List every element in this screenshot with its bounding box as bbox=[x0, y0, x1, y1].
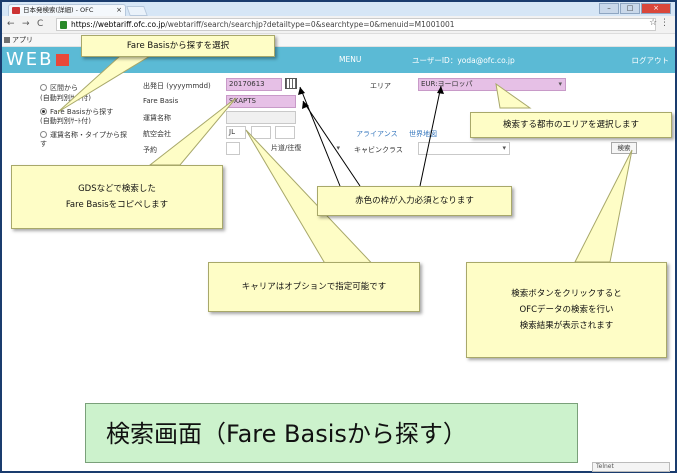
url-input[interactable]: https://webtariff.ofc.co.jp/webtariff/se… bbox=[56, 18, 656, 31]
airline-label: 航空会社 bbox=[143, 130, 171, 138]
callout-search-line1: 検索ボタンをクリックすると bbox=[511, 288, 622, 299]
area-select[interactable]: EUR:ヨーロッパ bbox=[418, 78, 566, 91]
url-host: https://webtariff.ofc.co.jp bbox=[71, 20, 166, 29]
close-window-button[interactable]: × bbox=[641, 3, 671, 14]
calendar-icon[interactable] bbox=[285, 78, 297, 89]
radio-route-sub: (自動判別ｻｰﾄ付) bbox=[40, 94, 91, 102]
forward-icon[interactable]: → bbox=[22, 19, 30, 29]
browser-tab-bar: 日本発検索(詳細) - OFC × – □ × bbox=[2, 2, 675, 16]
radio-fare-name-label: 運賃名称・タイプから探 bbox=[50, 131, 127, 139]
logo-mark-icon bbox=[55, 54, 69, 66]
tab-close-icon[interactable]: × bbox=[116, 6, 122, 14]
cabin-label: キャビンクラス bbox=[354, 146, 403, 154]
fare-name-input[interactable] bbox=[226, 111, 296, 124]
fare-basis-label: Fare Basis bbox=[143, 97, 179, 105]
bookmark-star-icon[interactable]: ☆ ⋮ bbox=[649, 18, 669, 28]
world-map-link[interactable]: 世界地図 bbox=[409, 130, 437, 138]
user-id: ユーザーID：yoda@ofc.co.jp bbox=[412, 56, 515, 65]
airline-input-2[interactable] bbox=[251, 126, 271, 139]
favicon-icon bbox=[12, 7, 20, 14]
url-path: /webtariff/search/searchjp?detailtype=0&… bbox=[165, 20, 455, 29]
status-indicator: Telnet bbox=[592, 462, 670, 472]
app-logo[interactable]: WEB bbox=[6, 49, 69, 70]
callout-carrier: キャリアはオプションで指定可能です bbox=[208, 262, 420, 312]
radio-route[interactable] bbox=[40, 84, 47, 91]
alliance-link[interactable]: アライアンス bbox=[356, 130, 398, 138]
callout-fare-basis-select: Fare Basisから探すを選択 bbox=[81, 35, 275, 57]
address-bar: ← → C https://webtariff.ofc.co.jp/webtar… bbox=[2, 16, 675, 34]
logout-link[interactable]: ログアウト bbox=[631, 56, 670, 65]
pax-input[interactable] bbox=[226, 142, 240, 155]
callout-gds-line1: GDSなどで検索した bbox=[78, 183, 156, 194]
tab-title: 日本発検索(詳細) - OFC bbox=[23, 6, 94, 14]
menu-link[interactable]: MENU bbox=[339, 55, 362, 64]
window-controls: – □ × bbox=[599, 3, 671, 14]
callout-search-line2: OFCデータの検索を行い bbox=[519, 304, 614, 315]
departure-label: 出発日 (yyyymmdd) bbox=[143, 82, 211, 90]
apps-label[interactable]: アプリ bbox=[12, 36, 33, 44]
callout-area: 検索する都市のエリアを選択します bbox=[470, 112, 672, 138]
trip-select[interactable]: 片道/往復 bbox=[268, 142, 344, 155]
radio-fare-basis-sub: (自動判別ｻｰﾄ付) bbox=[40, 117, 91, 125]
minimize-button[interactable]: – bbox=[599, 3, 619, 14]
pax-label: 予約 bbox=[143, 146, 157, 154]
callout-required: 赤色の枠が入力必須となります bbox=[317, 186, 512, 216]
search-button[interactable]: 検索 bbox=[611, 142, 637, 154]
callout-gds-line2: Fare Basisをコピペします bbox=[65, 200, 169, 210]
new-tab-button[interactable] bbox=[126, 6, 148, 16]
airline-input-3[interactable] bbox=[275, 126, 295, 139]
fare-name-label: 運賃名称 bbox=[143, 114, 171, 122]
back-icon[interactable]: ← bbox=[7, 19, 15, 29]
lock-icon bbox=[60, 21, 67, 29]
area-label: エリア bbox=[370, 82, 391, 90]
browser-tab[interactable]: 日本発検索(詳細) - OFC × bbox=[8, 4, 126, 16]
departure-input[interactable]: 20170613 bbox=[226, 78, 282, 91]
radio-route-label: 区間から bbox=[50, 84, 78, 92]
callout-search: 検索ボタンをクリックすると OFCデータの検索を行い 検索結果が表示されます bbox=[466, 262, 667, 358]
airline-input-1[interactable]: JL bbox=[226, 126, 246, 139]
fare-basis-input[interactable]: SXAPTS bbox=[226, 95, 296, 108]
cabin-select[interactable] bbox=[418, 142, 510, 155]
radio-fare-name[interactable] bbox=[40, 131, 47, 138]
radio-fare-name-sub: す bbox=[40, 140, 47, 148]
title-banner: 検索画面（Fare Basisから探す） bbox=[85, 403, 578, 463]
maximize-button[interactable]: □ bbox=[620, 3, 640, 14]
apps-grid-icon[interactable] bbox=[4, 37, 10, 43]
logo-text: WEB bbox=[6, 49, 54, 70]
callout-gds: GDSなどで検索した Fare Basisをコピペします bbox=[11, 165, 223, 229]
radio-fare-basis[interactable] bbox=[40, 108, 47, 115]
callout-search-line3: 検索結果が表示されます bbox=[519, 321, 614, 332]
reload-icon[interactable]: C bbox=[37, 19, 44, 29]
